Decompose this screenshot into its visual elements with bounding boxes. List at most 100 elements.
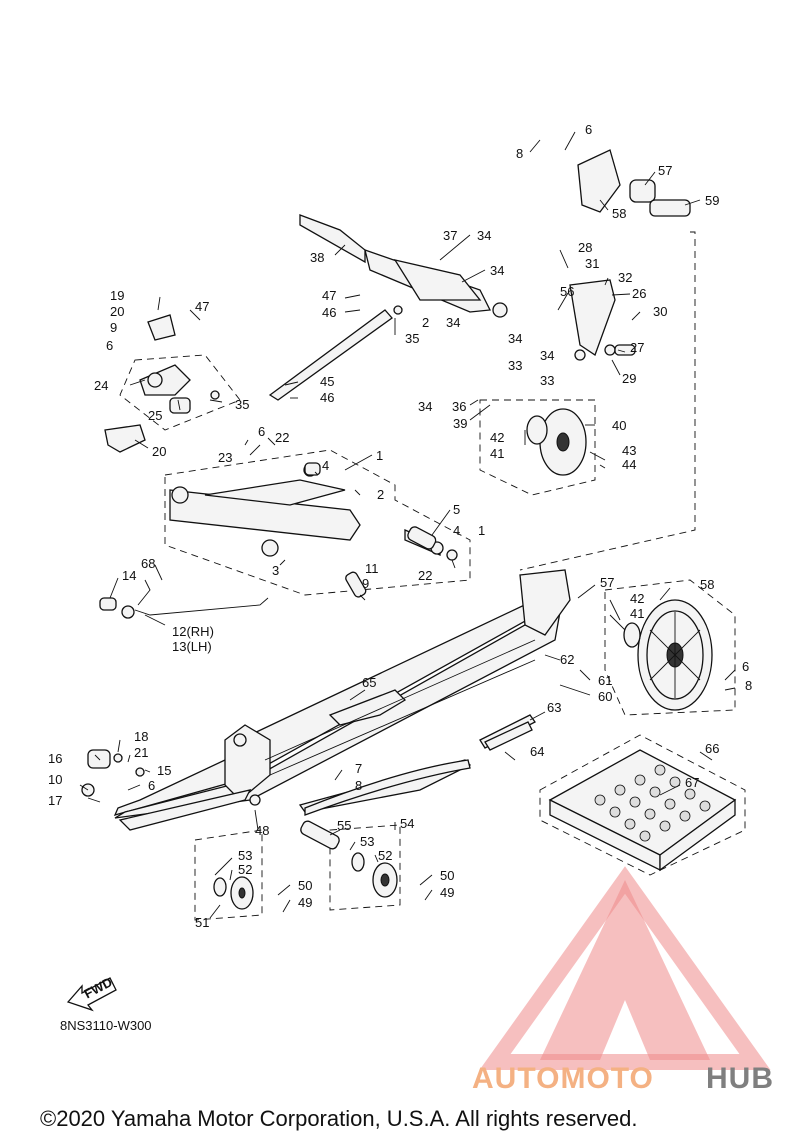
callout-59: 59	[705, 193, 719, 208]
callout-labels: 8 6 57 59 58 37 34 28 31 32 38 34 47 56 …	[48, 122, 752, 930]
callout-9: 9	[362, 576, 369, 591]
callout-65: 65	[362, 675, 376, 690]
callout-53: 53	[360, 834, 374, 849]
callout-6: 6	[258, 424, 265, 439]
watermark-text-2: HUB	[706, 1062, 774, 1095]
idler-wheel-small-right	[351, 852, 398, 898]
callout-58: 58	[612, 206, 626, 221]
callout-53: 53	[238, 848, 252, 863]
callout-6: 6	[148, 778, 155, 793]
callout-25: 25	[148, 408, 162, 423]
callout-39: 39	[453, 416, 467, 431]
leader-lines	[79, 131, 736, 919]
callout-49: 49	[440, 885, 454, 900]
callout-12-rh: 12(RH)	[172, 624, 214, 639]
callout-41: 41	[490, 446, 504, 461]
callout-22: 22	[275, 430, 289, 445]
callout-1: 1	[478, 523, 485, 538]
callout-23: 23	[218, 450, 232, 465]
callout-20: 20	[152, 444, 166, 459]
callout-6: 6	[585, 122, 592, 137]
callout-47: 47	[322, 288, 336, 303]
callout-38: 38	[310, 250, 324, 265]
callout-68: 68	[141, 556, 155, 571]
callout-2: 2	[377, 487, 384, 502]
callout-27: 27	[630, 340, 644, 355]
callout-21: 21	[134, 745, 148, 760]
callout-60: 60	[598, 689, 612, 704]
callout-10: 10	[48, 772, 62, 787]
callout-9: 9	[110, 320, 117, 335]
callout-31: 31	[585, 256, 599, 271]
idler-wheel-upper	[526, 408, 587, 476]
assembly-outlines	[119, 231, 746, 921]
rail-frame	[113, 569, 571, 819]
torsion-spring	[99, 579, 269, 619]
bracket-left	[104, 314, 220, 453]
callout-8: 8	[745, 678, 752, 693]
bracket-right	[569, 279, 636, 361]
diagram-code: 8NS3110-W300	[60, 1018, 152, 1033]
callout-34: 34	[418, 399, 432, 414]
callout-37: 37	[443, 228, 457, 243]
callout-22: 22	[418, 568, 432, 583]
callout-50: 50	[298, 878, 312, 893]
callout-14: 14	[122, 568, 136, 583]
callout-64: 64	[530, 744, 544, 759]
callout-47: 47	[195, 299, 209, 314]
front-arm	[169, 463, 458, 561]
callout-2: 2	[422, 315, 429, 330]
callout-34: 34	[477, 228, 491, 243]
callout-5: 5	[453, 502, 460, 517]
callout-30: 30	[653, 304, 667, 319]
callout-36: 36	[452, 399, 466, 414]
callout-41: 41	[630, 606, 644, 621]
callout-6: 6	[742, 659, 749, 674]
callout-56: 56	[560, 284, 574, 299]
callout-46: 46	[322, 305, 336, 320]
callout-18: 18	[134, 729, 148, 744]
callout-44: 44	[622, 457, 636, 472]
fwd-arrow: FWD	[66, 974, 117, 1012]
idler-wheel-rear	[623, 599, 713, 711]
callout-66: 66	[705, 741, 719, 756]
callout-54: 54	[400, 816, 414, 831]
sprocket-upper	[577, 149, 691, 217]
callout-24: 24	[94, 378, 108, 393]
callout-17: 17	[48, 793, 62, 808]
callout-7: 7	[355, 761, 362, 776]
callout-67: 67	[685, 775, 699, 790]
idler-wheel-small-left	[213, 876, 254, 910]
callout-20: 20	[110, 304, 124, 319]
callout-57: 57	[600, 575, 614, 590]
callout-42: 42	[630, 591, 644, 606]
shafts	[300, 462, 437, 850]
callout-15: 15	[157, 763, 171, 778]
callout-16: 16	[48, 751, 62, 766]
callout-33: 33	[508, 358, 522, 373]
callout-4: 4	[453, 523, 460, 538]
callout-45: 45	[320, 374, 334, 389]
callout-13-lh: 13(LH)	[172, 639, 212, 654]
slide-rail	[118, 789, 252, 831]
grip-mat	[548, 749, 737, 872]
callout-49: 49	[298, 895, 312, 910]
callout-34: 34	[490, 263, 504, 278]
callout-28: 28	[578, 240, 592, 255]
callout-43: 43	[622, 443, 636, 458]
watermark-logo: AUTOMOTO HUB	[472, 866, 774, 1095]
callout-50: 50	[440, 868, 454, 883]
callout-46: 46	[320, 390, 334, 405]
callout-58: 58	[700, 577, 714, 592]
callout-33: 33	[540, 373, 554, 388]
callout-4: 4	[322, 458, 329, 473]
callout-55: 55	[337, 818, 351, 833]
callout-62: 62	[560, 652, 574, 667]
watermark-text-1: AUTOMOTO	[472, 1062, 654, 1095]
callout-26: 26	[632, 286, 646, 301]
callout-35: 35	[405, 331, 419, 346]
wear-strip	[304, 721, 533, 816]
callout-52: 52	[378, 848, 392, 863]
copyright: ©2020 Yamaha Motor Corporation, U.S.A. A…	[40, 1106, 637, 1131]
